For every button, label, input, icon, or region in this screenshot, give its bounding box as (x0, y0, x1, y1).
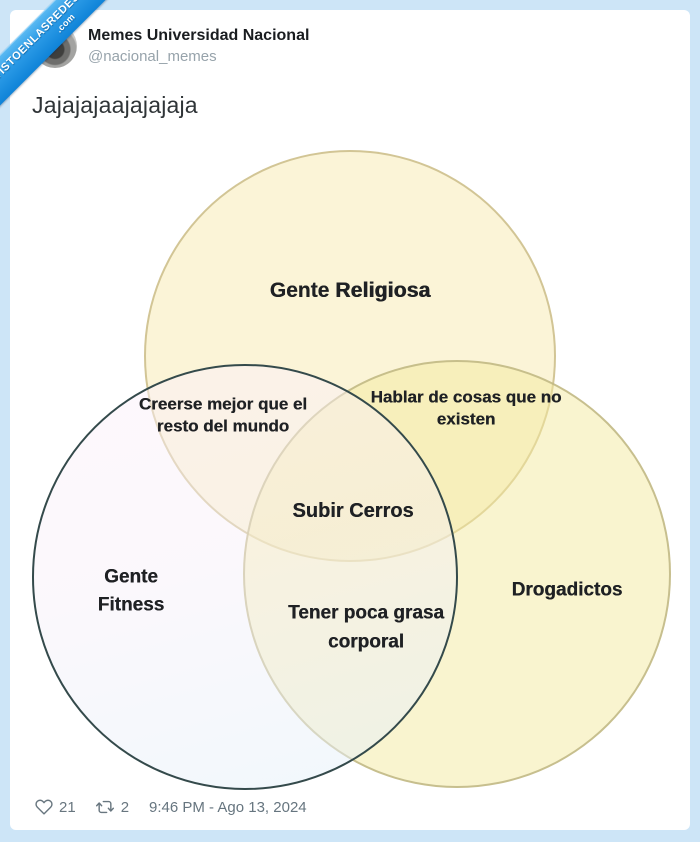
user-handle[interactable]: @nacional_memes (88, 48, 217, 65)
venn-label-hablar-cosas: Hablar de cosas que no existen (370, 387, 562, 429)
venn-label-religiosa-regular: Gente (269, 279, 336, 303)
venn-circle-fitness (32, 364, 458, 790)
venn-label-creerse-mejor: Creerse mejor que el resto del mundo (138, 394, 308, 436)
venn-label-tener-poca-grasa: Tener poca grasa corporal (288, 602, 444, 653)
tweet-text: Jajajajaajajajaja (32, 92, 198, 118)
like-count: 21 (59, 798, 76, 816)
venn-label-drogadictos: Drogadictos (511, 579, 623, 601)
retweet-count: 2 (120, 798, 130, 816)
venn-label-religiosa-bold: Religiosa (335, 279, 431, 303)
like-button[interactable]: 21 (34, 797, 76, 817)
heart-icon (34, 797, 54, 817)
venn-label-gente-fitness: Gente Fitness (97, 566, 165, 615)
retweet-button[interactable]: 2 (94, 797, 129, 817)
retweet-icon (94, 797, 116, 817)
tweet-footer: 21 2 9:46 PM - Ago 13, 2024 (34, 797, 307, 817)
venn-label-religiosa: Gente Religiosa (270, 277, 431, 305)
timestamp: 9:46 PM - Ago 13, 2024 (149, 798, 307, 816)
venn-label-subir-cerros: Subir Cerros (292, 499, 414, 522)
display-name[interactable]: Memes Universidad Nacional (88, 27, 310, 44)
